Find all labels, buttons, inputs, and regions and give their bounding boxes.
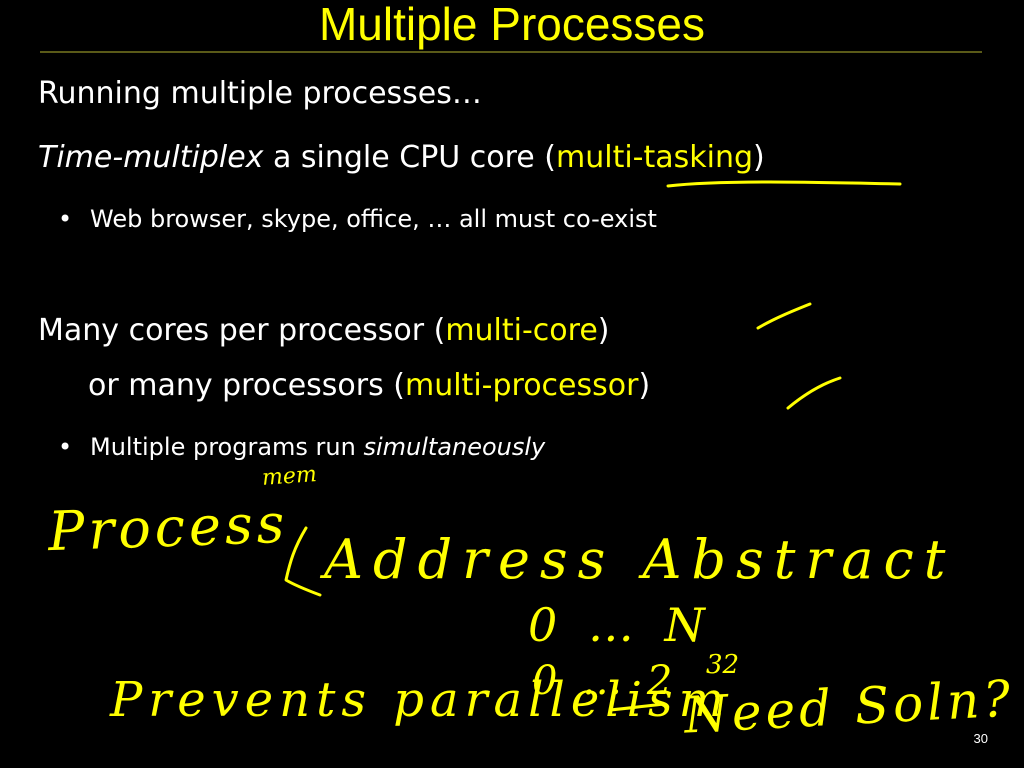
handwriting-range-0-n: 0 … N	[528, 598, 713, 652]
checkmark-multi-processor-ink	[786, 376, 842, 410]
handwriting-mem: mem	[261, 462, 318, 491]
single-cpu-text: a single CPU core (	[263, 140, 556, 175]
text-line-many-cores: Many cores per processor (multi-core)	[38, 313, 610, 348]
bullet-marker: •	[58, 205, 73, 233]
bullet-web-browser-text: Web browser, skype, office, … all must c…	[90, 205, 657, 233]
title-divider	[40, 51, 982, 53]
multi-tasking-term: multi-tasking	[556, 140, 754, 175]
text-line-running-processes: Running multiple processes…	[38, 76, 482, 111]
bullet-web-browser: • Web browser, skype, office, … all must …	[58, 205, 657, 233]
underline-multi-tasking-ink	[666, 180, 902, 188]
handwriting-address-abstract: Address Abstract	[324, 528, 956, 591]
bullet-multiple-programs: • Multiple programs run simultaneously	[58, 433, 545, 461]
time-multiplex-text: Time-multiplex	[38, 140, 264, 175]
close-paren: )	[597, 313, 610, 348]
handwriting-range-0-2: 0 … 2	[532, 658, 679, 704]
text-line-many-processors: or many processors (multi-processor)	[88, 368, 650, 403]
brace-stroke-ink	[284, 526, 322, 597]
bullet-marker: •	[58, 433, 73, 461]
many-processors-text: or many processors (	[88, 368, 405, 403]
text-line-time-multiplex: Time-multiplex a single CPU core (multi-…	[38, 140, 765, 175]
page-number: 30	[973, 731, 988, 746]
handwriting-exponent-32: 32	[706, 650, 740, 680]
handwriting-process: Process	[46, 491, 290, 564]
multi-core-term: multi-core	[445, 313, 598, 348]
simultaneously-text: simultaneously	[363, 433, 546, 461]
running-processes-text: Running multiple processes…	[38, 76, 482, 111]
close-paren: )	[638, 368, 651, 403]
many-cores-text: Many cores per processor (	[38, 313, 446, 348]
handwriting-prevents-parallelism: Prevents parallelism	[110, 672, 731, 728]
handwriting-need-soln: Need Soln?	[682, 669, 1016, 745]
close-paren: )	[753, 140, 765, 175]
checkmark-multi-core-ink	[756, 302, 812, 330]
slide-title: Multiple Processes	[318, 0, 706, 50]
multiple-programs-text: Multiple programs run	[90, 433, 364, 461]
multi-processor-term: multi-processor	[404, 368, 639, 403]
